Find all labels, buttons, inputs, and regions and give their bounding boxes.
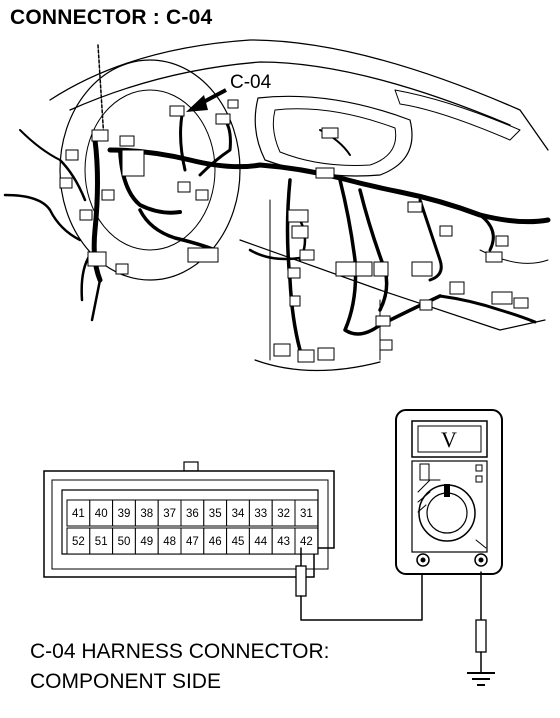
voltmeter [395, 409, 503, 575]
pin-number-41: 41 [72, 508, 85, 520]
pin-number-51: 51 [95, 536, 108, 548]
pin-number-50: 50 [118, 536, 131, 548]
pin-number-33: 33 [254, 508, 267, 520]
pin-number-37: 37 [163, 508, 176, 520]
pin-number-45: 45 [232, 536, 245, 548]
page-title: CONNECTOR : C-04 [10, 6, 213, 29]
probe-lead [295, 547, 423, 621]
pin-number-35: 35 [209, 508, 222, 520]
connector-callout-label: C-04 [230, 72, 272, 93]
pin-number-36: 36 [186, 508, 199, 520]
pin-number-31: 31 [300, 508, 313, 520]
pin-number-49: 49 [140, 536, 153, 548]
caption-line-2: COMPONENT SIDE [30, 670, 221, 693]
pin-number-47: 47 [186, 536, 199, 548]
pin-number-40: 40 [95, 508, 108, 520]
pin-number-39: 39 [118, 508, 131, 520]
pin-number-48: 48 [163, 536, 176, 548]
pin-number-34: 34 [232, 508, 245, 520]
caption-line-1: C-04 HARNESS CONNECTOR: [30, 640, 330, 663]
pin-number-38: 38 [140, 508, 153, 520]
ground-lead [475, 571, 487, 673]
pin-grid: 41 40 39 38 37 36 35 34 33 32 31 52 51 50 49 48 47 46 45 44… [66, 499, 319, 555]
pin-number-44: 44 [254, 536, 267, 548]
dashboard-illustration [3, 39, 551, 372]
pin-cell [294, 499, 319, 527]
harness-connector: 41 40 39 38 37 36 35 34 33 32 31 52 51 50 49 48 47 46 45 44… [43, 461, 335, 578]
meter-display: V [441, 427, 457, 452]
pin-number-32: 32 [277, 508, 290, 520]
pin-number-46: 46 [209, 536, 222, 548]
pin-number-43: 43 [277, 536, 290, 548]
pin-number-42: 42 [300, 536, 313, 548]
pin-number-52: 52 [72, 536, 85, 548]
ground-icon [467, 672, 495, 686]
